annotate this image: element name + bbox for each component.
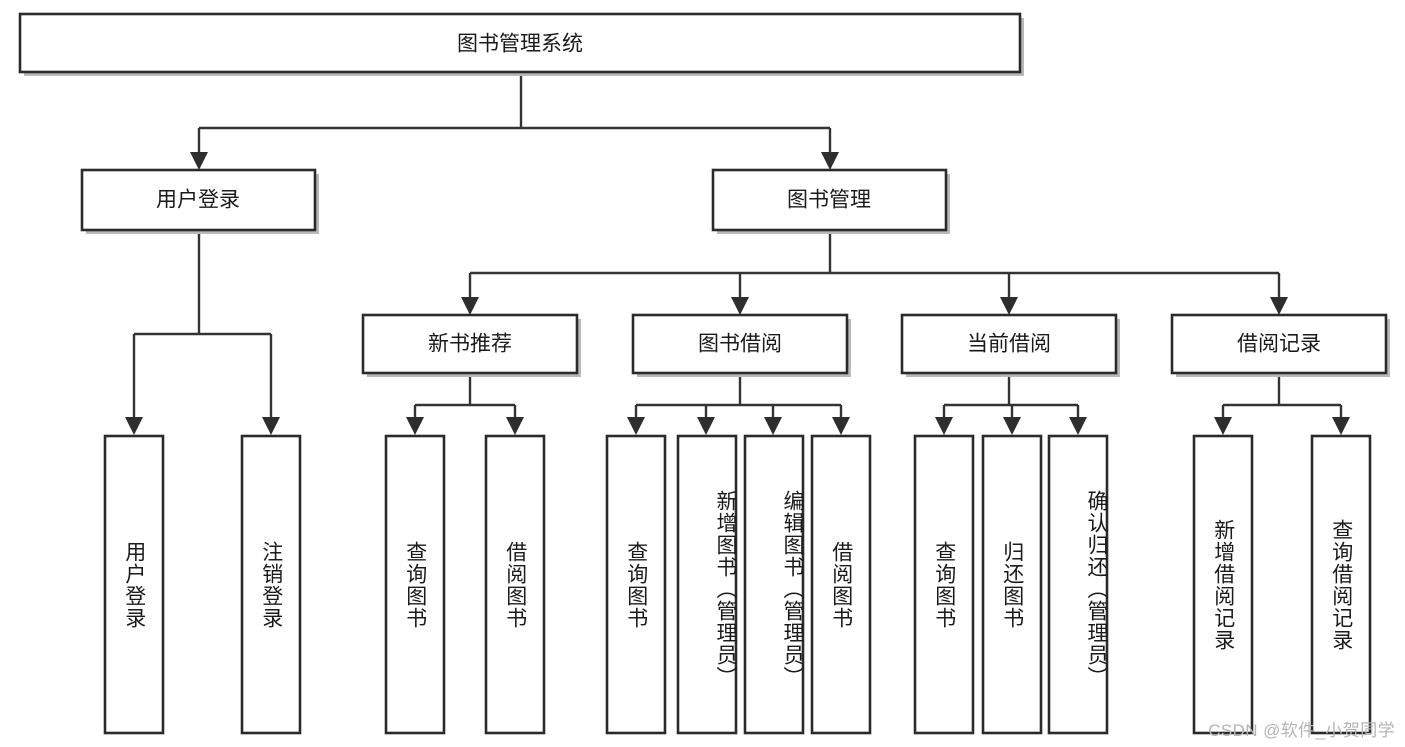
node-user-login-box[interactable] (80, 168, 317, 232)
node-leaf-user-login-box[interactable] (103, 434, 165, 735)
node-new-book-rec-label: 新书推荐 (428, 333, 512, 356)
arrow-to-leaf-add-book (697, 417, 715, 435)
arrow-to-leaf-borrow-book-2 (832, 417, 850, 435)
arrow-to-leaf-query-record (1332, 417, 1350, 435)
node-leaf-query-record-box[interactable] (1310, 434, 1372, 735)
arrow-to-current-borrow (1000, 297, 1018, 315)
node-borrow-record-label: 借阅记录 (1237, 333, 1321, 356)
node-leaf-add-record-box[interactable] (1192, 434, 1254, 735)
node-book-manage-label: 图书管理 (787, 189, 871, 212)
arrow-to-leaf-return-book (1003, 417, 1021, 435)
node-layer: 图书管理系统 用户登录 图书管理 新书推荐 图书借阅 当前借阅 借阅记录 (18, 12, 1390, 735)
arrow-to-borrow-record (1270, 297, 1288, 315)
node-new-book-rec-box[interactable] (361, 313, 579, 375)
node-leaf-add-book-box[interactable] (676, 434, 738, 735)
arrow-to-leaf-add-record (1214, 417, 1232, 435)
node-leaf-query-book-1-box[interactable] (384, 434, 446, 735)
node-root-label: 图书管理系统 (457, 33, 583, 56)
node-leaf-borrow-book-2-box[interactable] (810, 434, 872, 735)
node-root-box[interactable] (18, 12, 1022, 74)
node-book-manage-box[interactable] (711, 168, 948, 232)
node-current-borrow-label: 当前借阅 (967, 333, 1051, 356)
csdn-watermark: CSDN @软件_小贺同学 (1208, 721, 1395, 740)
node-borrow-record-box[interactable] (1170, 313, 1388, 375)
arrow-to-leaf-query-book-3 (935, 417, 953, 435)
arrow-to-user-login (190, 152, 208, 170)
node-leaf-logout-box[interactable] (240, 434, 302, 735)
arrow-to-book-borrow (731, 297, 749, 315)
node-book-borrow-label: 图书借阅 (698, 333, 782, 356)
node-current-borrow-box[interactable] (900, 313, 1118, 375)
arrow-to-leaf-edit-book (764, 417, 782, 435)
node-leaf-borrow-book-1-box[interactable] (484, 434, 546, 735)
node-user-login-label: 用户登录 (156, 189, 240, 212)
arrow-to-leaf-query-book-1 (406, 417, 424, 435)
arrow-to-leaf-borrow-book-1 (506, 417, 524, 435)
node-leaf-edit-book-box[interactable] (743, 434, 805, 735)
arrow-to-leaf-user-login (125, 417, 143, 435)
arrow-to-new-book-rec (461, 297, 479, 315)
arrow-to-leaf-logout (262, 417, 280, 435)
node-leaf-confirm-return-box[interactable] (1047, 434, 1109, 735)
arrow-to-book-manage (821, 152, 839, 170)
node-leaf-return-book-box[interactable] (981, 434, 1043, 735)
node-leaf-query-book-3-box[interactable] (913, 434, 975, 735)
node-leaf-query-book-2-box[interactable] (605, 434, 667, 735)
arrow-to-leaf-confirm-return (1069, 417, 1087, 435)
arrow-to-leaf-query-book-2 (627, 417, 645, 435)
connector-layer (132, 76, 1343, 417)
node-book-borrow-box[interactable] (631, 313, 849, 375)
